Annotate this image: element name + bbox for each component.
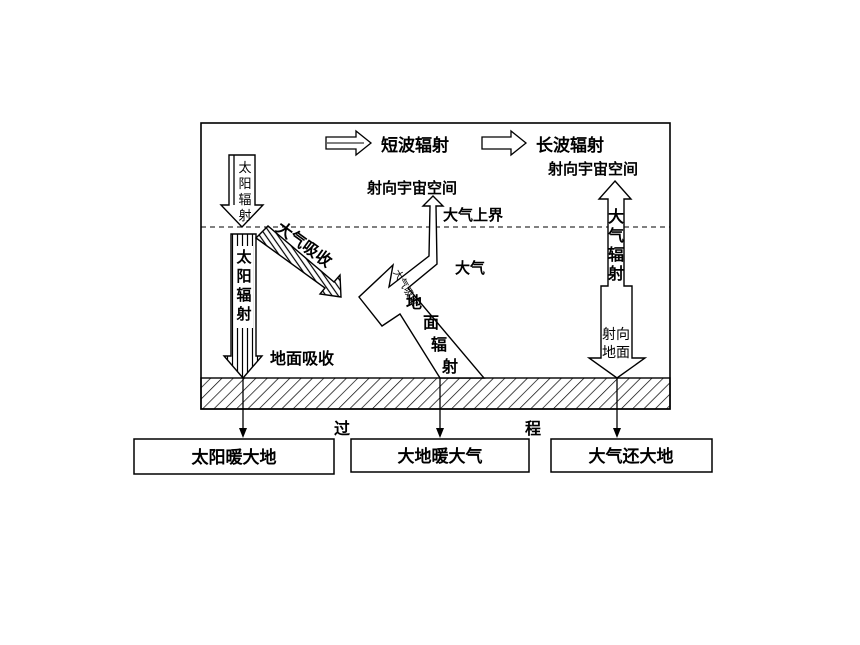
solar-radiation-to-ground: 太 阳 辐 射 地面吸收 <box>222 233 334 380</box>
atmospheric-radiation-group: 射向宇宙空间 大 气 辐 射 射向 地面 <box>547 160 648 379</box>
solar-top-char-2: 阳 <box>238 177 251 192</box>
solar-bottom-char-4: 射 <box>235 305 251 323</box>
solar-radiation-incoming: 太 阳 辐 射 <box>219 154 265 229</box>
connector-left-arrowhead-icon <box>239 428 247 438</box>
legend-short-wave-label: 短波辐射 <box>381 135 449 156</box>
ground-radiation-group: 射向宇宙空间 大气上界 大气 大气吸收 地 面 辐 射 <box>358 179 503 379</box>
process-box-3-label: 大气还大地 <box>589 446 674 467</box>
legend: 短波辐射 长波辐射 <box>325 129 604 157</box>
atm-radiation-char-2: 气 <box>607 226 624 245</box>
process-box-2 <box>350 438 530 473</box>
upper-boundary-label: 大气上界 <box>443 206 503 224</box>
atm-radiation-char-3: 辐 <box>608 245 624 264</box>
atm-absorb-arrow <box>254 225 342 298</box>
process-box-3 <box>550 438 713 473</box>
ground-absorb-label: 地面吸收 <box>270 349 334 368</box>
process-box-2-label: 大地暖大气 <box>398 446 483 467</box>
ground-radiation-char-4: 射 <box>441 357 458 376</box>
solar-bottom-label-bg <box>235 246 253 328</box>
connector-right-arrowhead-icon <box>613 428 621 438</box>
atm-radiation-char-1: 大 <box>608 207 624 226</box>
atm-radiation-char-4: 射 <box>607 264 624 283</box>
ground-radiation-char-1: 地 <box>406 293 422 312</box>
solar-bottom-char-3: 辐 <box>236 286 251 304</box>
middle-to-space-label: 射向宇宙空间 <box>366 179 457 197</box>
process-word-2: 程 <box>525 419 541 438</box>
solar-bottom-char-2: 阳 <box>236 267 251 285</box>
solar-top-char-4: 射 <box>238 208 251 224</box>
solar-top-char-1: 太 <box>238 161 251 176</box>
solar-bottom-char-1: 太 <box>236 248 252 266</box>
ground-radiation-arrow <box>358 195 486 379</box>
process-boxes: 太阳暖大地 大地暖大气 大气还大地 <box>133 438 713 475</box>
solar-arrow-top <box>219 154 265 229</box>
ground-radiation-char-2: 面 <box>423 313 439 332</box>
ground-surface <box>200 377 671 410</box>
process-connectors <box>239 378 621 438</box>
to-ground-label-1: 射向 <box>602 327 630 343</box>
process-word-1: 过 <box>334 419 350 438</box>
to-ground-label-2: 地面 <box>602 345 630 361</box>
ground-radiation-char-3: 辐 <box>431 335 447 354</box>
long-wave-arrow-icon <box>481 129 528 157</box>
process-box-1 <box>133 438 335 475</box>
process-box-1-label: 太阳暖大地 <box>192 447 277 468</box>
solar-top-char-3: 辐 <box>238 193 251 208</box>
right-to-space-label: 射向宇宙空间 <box>547 160 638 178</box>
legend-long-wave-label: 长波辐射 <box>536 135 604 156</box>
atmosphere-label: 大气 <box>455 259 485 277</box>
connector-middle-arrowhead-icon <box>436 428 444 438</box>
